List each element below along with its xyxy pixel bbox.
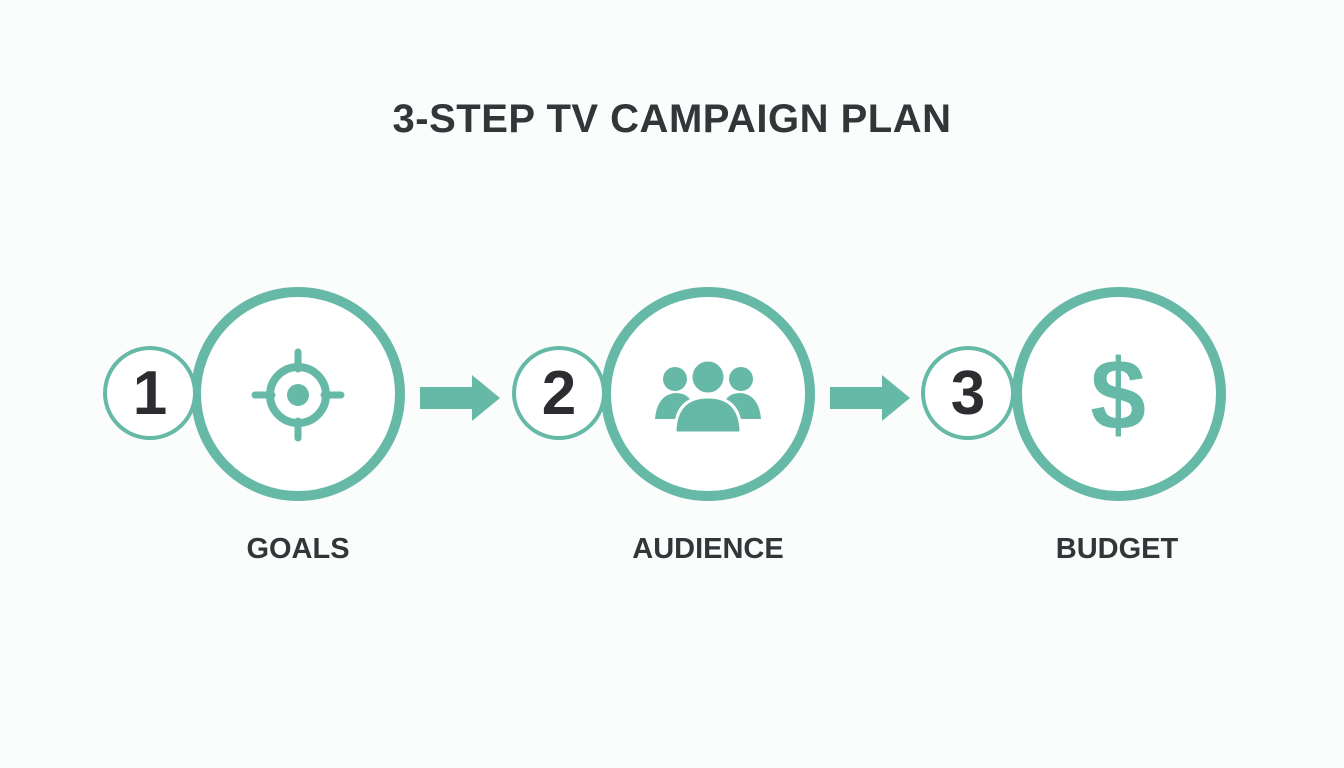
people-group-icon xyxy=(652,358,764,434)
step-number: 3 xyxy=(950,358,986,428)
step-label: BUDGET xyxy=(1055,533,1179,565)
step-number: 1 xyxy=(132,358,168,428)
step-number: 2 xyxy=(541,358,577,428)
target-crosshair-icon xyxy=(248,345,348,445)
dollar-sign-icon: $ xyxy=(1090,338,1146,451)
arrow-right-icon xyxy=(420,375,500,426)
arrow-right-icon xyxy=(830,375,910,426)
step-number-badge: 1 xyxy=(103,346,197,440)
step-circle xyxy=(1012,287,1226,501)
step-number-badge: 3 xyxy=(921,346,1015,440)
step-label: AUDIENCE xyxy=(632,533,784,565)
step-number-badge: 2 xyxy=(512,346,606,440)
diagram-title: 3-STEP TV CAMPAIGN PLAN xyxy=(392,97,952,141)
step-label: GOALS xyxy=(246,533,350,565)
